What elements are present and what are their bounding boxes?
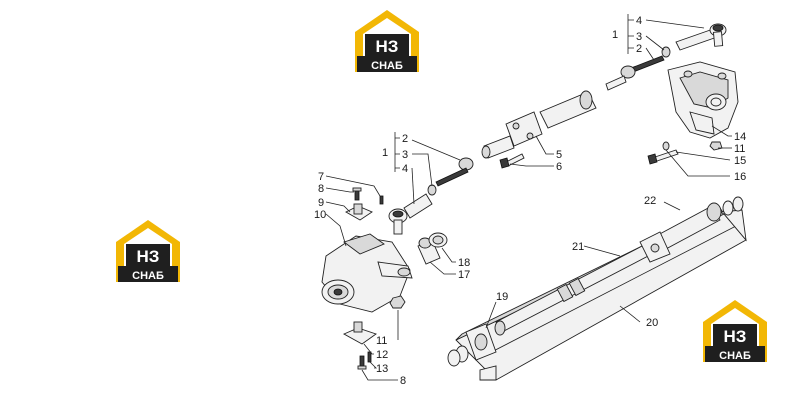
callout-14: 14 <box>734 131 746 143</box>
brand-logo-top: НЗ СНАБ <box>355 10 419 72</box>
logo-caption: СНАБ <box>132 270 164 282</box>
callout-15: 15 <box>734 155 746 167</box>
callout-11-bottom: 11 <box>376 335 387 347</box>
logo-letters: НЗ <box>724 327 747 346</box>
steering-cylinder <box>481 75 627 159</box>
callout-17: 17 <box>458 269 470 281</box>
callout-2-top: 2 <box>636 43 642 55</box>
tie-rod-end-middle <box>388 157 474 235</box>
callout-3-mid: 3 <box>402 149 408 161</box>
callout-3-top: 3 <box>636 31 642 43</box>
callout-16: 16 <box>734 171 746 183</box>
washer-16 <box>662 141 670 151</box>
callout-13: 13 <box>376 363 388 375</box>
logo-letters: НЗ <box>137 247 160 266</box>
logo-letters: НЗ <box>376 37 399 56</box>
callout-4-top: 4 <box>636 15 642 27</box>
callout-1-mid: 1 <box>382 147 388 159</box>
tie-rod-end-top <box>620 23 727 79</box>
bolt-8-top <box>352 187 362 201</box>
nut-11-bottom <box>389 295 406 309</box>
callout-8-top: 8 <box>318 183 324 195</box>
callout-8-bottom: 8 <box>400 375 406 387</box>
callout-12: 12 <box>376 349 388 361</box>
steering-knuckle-left <box>321 233 413 313</box>
pin-13 <box>367 351 372 363</box>
callout-7: 7 <box>318 171 324 183</box>
flange-19 <box>447 323 497 367</box>
bolt-6 <box>499 153 525 169</box>
callout-11-top: 11 <box>734 143 745 155</box>
cap-12 <box>342 321 377 345</box>
nut-11-top <box>709 141 723 151</box>
callout-10: 10 <box>314 209 326 221</box>
logo-caption: СНАБ <box>371 60 403 72</box>
cap-9 <box>345 203 373 221</box>
callout-18: 18 <box>458 257 470 269</box>
callout-1-top: 1 <box>612 29 618 41</box>
callout-22: 22 <box>644 195 656 207</box>
logo-caption: СНАБ <box>719 350 751 362</box>
seal-18 <box>428 232 448 248</box>
steering-knuckle-right <box>667 61 739 139</box>
callout-9: 9 <box>318 197 324 209</box>
bolt-15 <box>647 149 679 165</box>
bolt-8-bottom <box>357 355 367 370</box>
callout-4-mid: 4 <box>402 163 408 175</box>
callout-21: 21 <box>572 241 584 253</box>
callout-6: 6 <box>556 161 562 173</box>
callout-5: 5 <box>556 149 562 161</box>
callout-19: 19 <box>496 291 508 303</box>
bolt-7 <box>379 195 384 205</box>
callout-labels: 1 2 3 4 5 6 14 11 15 16 1 2 3 4 7 8 9 10… <box>314 15 746 387</box>
brand-logo-right: НЗ СНАБ <box>703 300 767 362</box>
callout-20: 20 <box>646 317 658 329</box>
callout-2-mid: 2 <box>402 133 408 145</box>
leader-lines <box>325 14 732 381</box>
axle-shaft-22 <box>639 196 744 263</box>
brand-logo-left: НЗ СНАБ <box>116 220 180 282</box>
